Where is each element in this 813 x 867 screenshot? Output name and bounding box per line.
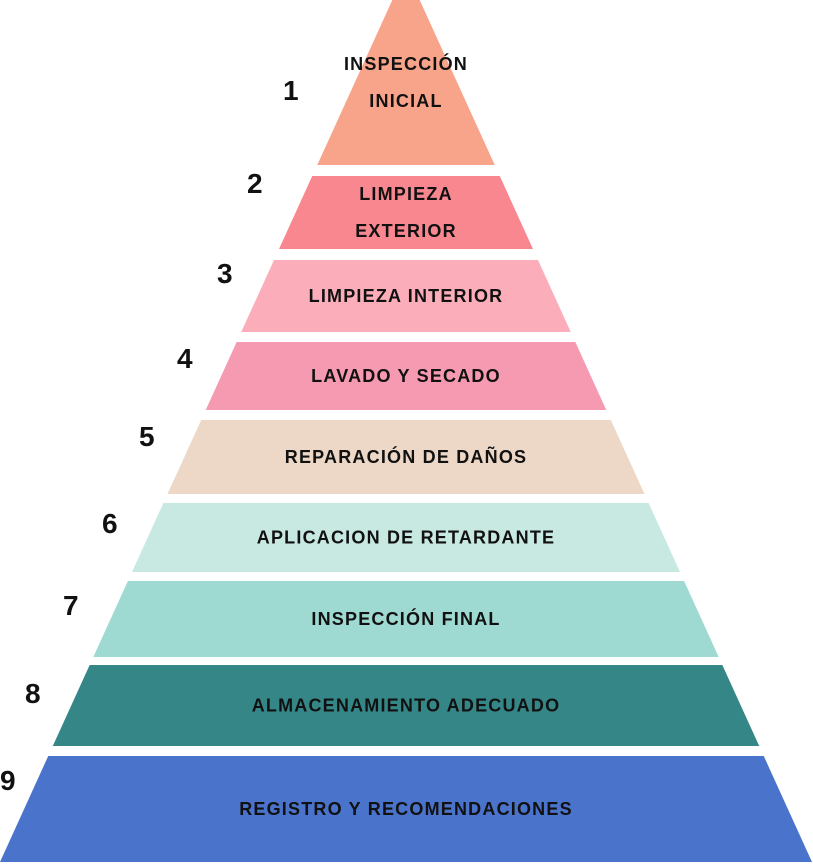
pyramid-level-3 (241, 260, 571, 332)
pyramid-level-9 (0, 756, 812, 862)
level-2-label: EXTERIOR (355, 221, 457, 241)
level-5-number: 5 (139, 421, 155, 452)
level-6-number: 6 (102, 508, 118, 539)
level-7-number: 7 (63, 590, 79, 621)
level-1-label: INICIAL (369, 91, 442, 111)
pyramid-level-6 (131, 503, 681, 572)
level-8-number: 8 (25, 678, 41, 709)
pyramid-level-1 (317, 0, 495, 165)
level-6-label: APLICACION DE RETARDANTE (257, 528, 555, 548)
level-2-label: LIMPIEZA (359, 184, 453, 204)
pyramid-level-7 (93, 581, 719, 657)
level-1-number: 1 (283, 75, 299, 106)
level-1-label: INSPECCIÓN (344, 53, 468, 74)
level-3-label: LIMPIEZA INTERIOR (309, 286, 504, 306)
pyramid-level-4 (205, 342, 607, 410)
level-8-label: ALMACENAMIENTO ADECUADO (252, 696, 561, 716)
level-4-label: LAVADO Y SECADO (311, 366, 501, 386)
level-9-number: 9 (0, 765, 16, 796)
level-2-number: 2 (247, 168, 263, 199)
pyramid-level-2 (279, 176, 533, 249)
level-9-label: REGISTRO Y RECOMENDACIONES (239, 799, 573, 819)
pyramid-level-5 (167, 420, 645, 494)
level-3-number: 3 (217, 258, 233, 289)
level-4-number: 4 (177, 343, 193, 374)
level-5-label: REPARACIÓN DE DAÑOS (285, 446, 527, 467)
level-7-label: INSPECCIÓN FINAL (311, 608, 500, 629)
pyramid-level-8 (52, 665, 760, 746)
